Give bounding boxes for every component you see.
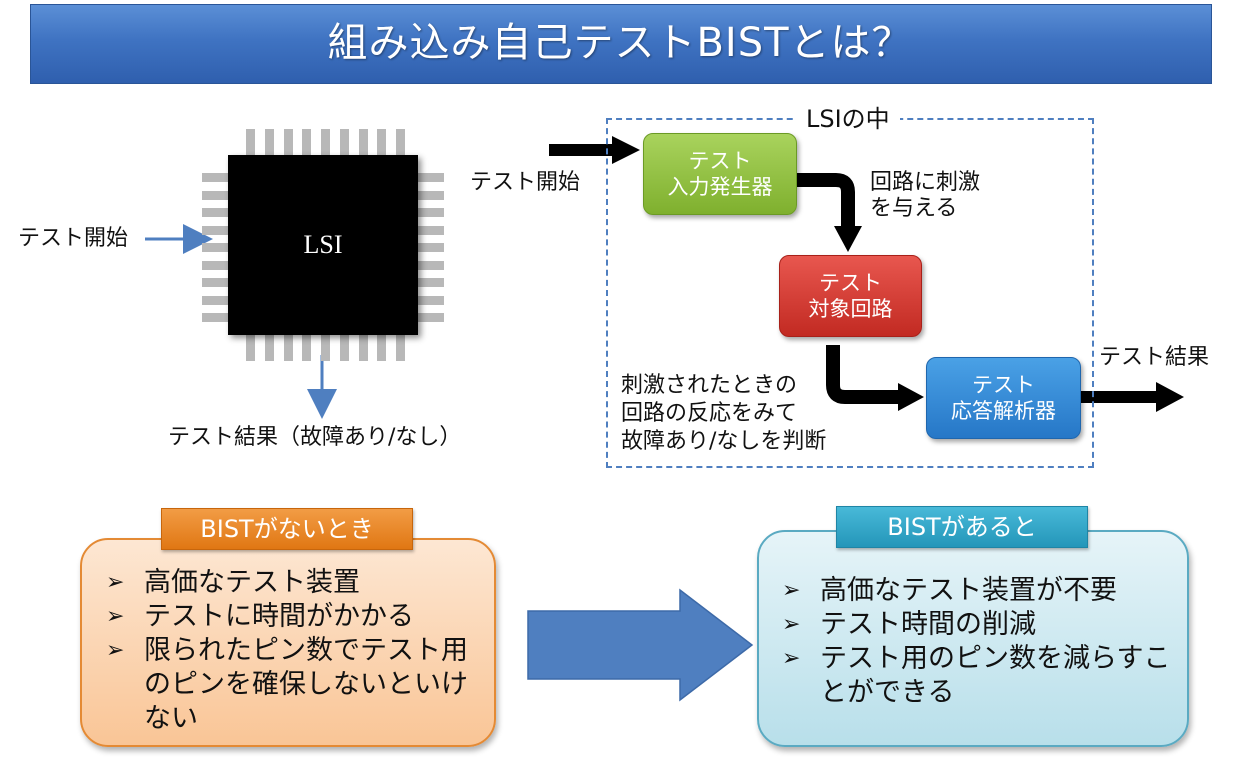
analyzer-line2: 応答解析器 bbox=[951, 399, 1056, 423]
judge-note-line: 回路の反応をみて bbox=[621, 401, 798, 426]
analyzer-line1: テスト bbox=[972, 373, 1035, 397]
chip-pin bbox=[396, 129, 405, 155]
chip-pin bbox=[418, 225, 444, 235]
arrow-bullet-icon: ➢ bbox=[782, 646, 801, 671]
flow-arrow-gen-to-target bbox=[795, 173, 862, 252]
chip-pin bbox=[202, 313, 228, 322]
arrow-bullet-icon: ➢ bbox=[106, 604, 125, 629]
chip-pin bbox=[418, 208, 444, 217]
chip-pin bbox=[358, 129, 368, 155]
chip-pin bbox=[418, 278, 444, 287]
list-item: ➢高価なテスト装置が不要 bbox=[782, 575, 1117, 606]
test-response-analyzer-box: テスト 応答解析器 bbox=[926, 357, 1081, 439]
chip-pin bbox=[377, 129, 387, 155]
chip-pin bbox=[202, 190, 228, 200]
chip-output-label: テスト結果（故障あり/なし） bbox=[168, 425, 462, 450]
chip-pin bbox=[302, 129, 312, 155]
arrow-bullet-icon: ➢ bbox=[106, 570, 125, 595]
chip-pin bbox=[339, 129, 349, 155]
judge-note-line: 刺激されたときの bbox=[621, 373, 798, 398]
chip-pin bbox=[418, 313, 444, 322]
arrow-bullet-icon: ➢ bbox=[782, 612, 801, 637]
chip-pin bbox=[202, 278, 228, 287]
chip-pin bbox=[264, 335, 274, 361]
stimulus-note-line: を与える bbox=[870, 196, 958, 221]
chip-pin bbox=[283, 335, 293, 361]
list-item: ➢限られたピン数でテスト用のピンを確保しないといけない bbox=[106, 635, 468, 734]
chip-pin bbox=[358, 335, 368, 361]
test-input-generator-box: テスト 入力発生器 bbox=[643, 133, 797, 215]
chip-body bbox=[228, 155, 418, 335]
lsi-boundary-title: LSIの中 bbox=[796, 104, 900, 134]
chip-pin bbox=[246, 129, 255, 155]
chip-pin bbox=[202, 243, 228, 252]
chip-pin bbox=[396, 335, 405, 361]
list-item: ➢テスト時間の削減 bbox=[782, 609, 1036, 640]
flow-arrow-start bbox=[549, 136, 640, 164]
without-bist-tab: BISTがないとき bbox=[161, 508, 413, 550]
stimulus-note: 回路に刺激 を与える bbox=[870, 170, 980, 222]
target-line2: 対象回路 bbox=[808, 297, 893, 321]
chip-label: LSI bbox=[303, 230, 343, 259]
page-title: 組み込み自己テストBISTとは？ bbox=[327, 20, 913, 66]
chip-pin bbox=[202, 260, 228, 270]
generator-line1: テスト bbox=[688, 149, 752, 173]
judge-note-line: 故障あり/なしを判断 bbox=[621, 429, 827, 454]
chip-pin bbox=[202, 225, 228, 235]
list-item: ➢テストに時間がかかる bbox=[106, 601, 414, 632]
stimulus-note-line: 回路に刺激 bbox=[870, 170, 981, 195]
chip-pin bbox=[202, 295, 228, 305]
chip-pin bbox=[264, 129, 274, 155]
flow-result-label: テスト結果 bbox=[1099, 345, 1210, 370]
chip-pin bbox=[418, 260, 444, 270]
arrow-bullet-icon: ➢ bbox=[106, 638, 125, 663]
flow-arrow-target-to-analyzer bbox=[826, 345, 924, 411]
chip-pin bbox=[246, 335, 255, 361]
without-bist-list: ➢高価なテスト装置 ➢テストに時間がかかる ➢限られたピン数でテスト用のピンを確… bbox=[104, 566, 484, 736]
chip-pin bbox=[283, 129, 293, 155]
list-item: ➢高価なテスト装置 bbox=[106, 567, 360, 598]
chip-pin bbox=[339, 335, 349, 361]
list-item: ➢テスト用のピン数を減らすことができる bbox=[782, 643, 1171, 708]
chip-pin bbox=[418, 243, 444, 252]
chip-pin bbox=[321, 129, 330, 155]
chip-input-label: テスト開始 bbox=[18, 226, 129, 251]
arrow-bullet-icon: ➢ bbox=[782, 578, 801, 603]
with-bist-list: ➢高価なテスト装置が不要 ➢テスト時間の削減 ➢テスト用のピン数を減らすことがで… bbox=[780, 574, 1180, 710]
chip-pin bbox=[418, 295, 444, 305]
flow-start-label: テスト開始 bbox=[470, 170, 581, 195]
generator-line2: 入力発生器 bbox=[667, 175, 773, 199]
with-bist-tab: BISTがあると bbox=[836, 506, 1088, 548]
title-banner bbox=[30, 4, 1212, 84]
chip-pin bbox=[418, 173, 444, 182]
chip-pin bbox=[418, 190, 444, 200]
chip-pin bbox=[302, 335, 312, 361]
chip-pin bbox=[202, 173, 228, 182]
test-target-circuit-box: テスト 対象回路 bbox=[779, 255, 922, 337]
flow-arrow-result bbox=[1079, 382, 1184, 412]
chip-pin bbox=[377, 335, 387, 361]
without-bist-callout bbox=[80, 538, 496, 747]
chip-pin bbox=[321, 335, 330, 361]
chip-pin bbox=[202, 208, 228, 217]
judge-note: 刺激されたときの 回路の反応をみて 故障あり/なしを判断 bbox=[621, 372, 826, 456]
target-line1: テスト bbox=[819, 271, 882, 295]
big-transition-arrow bbox=[527, 588, 754, 702]
